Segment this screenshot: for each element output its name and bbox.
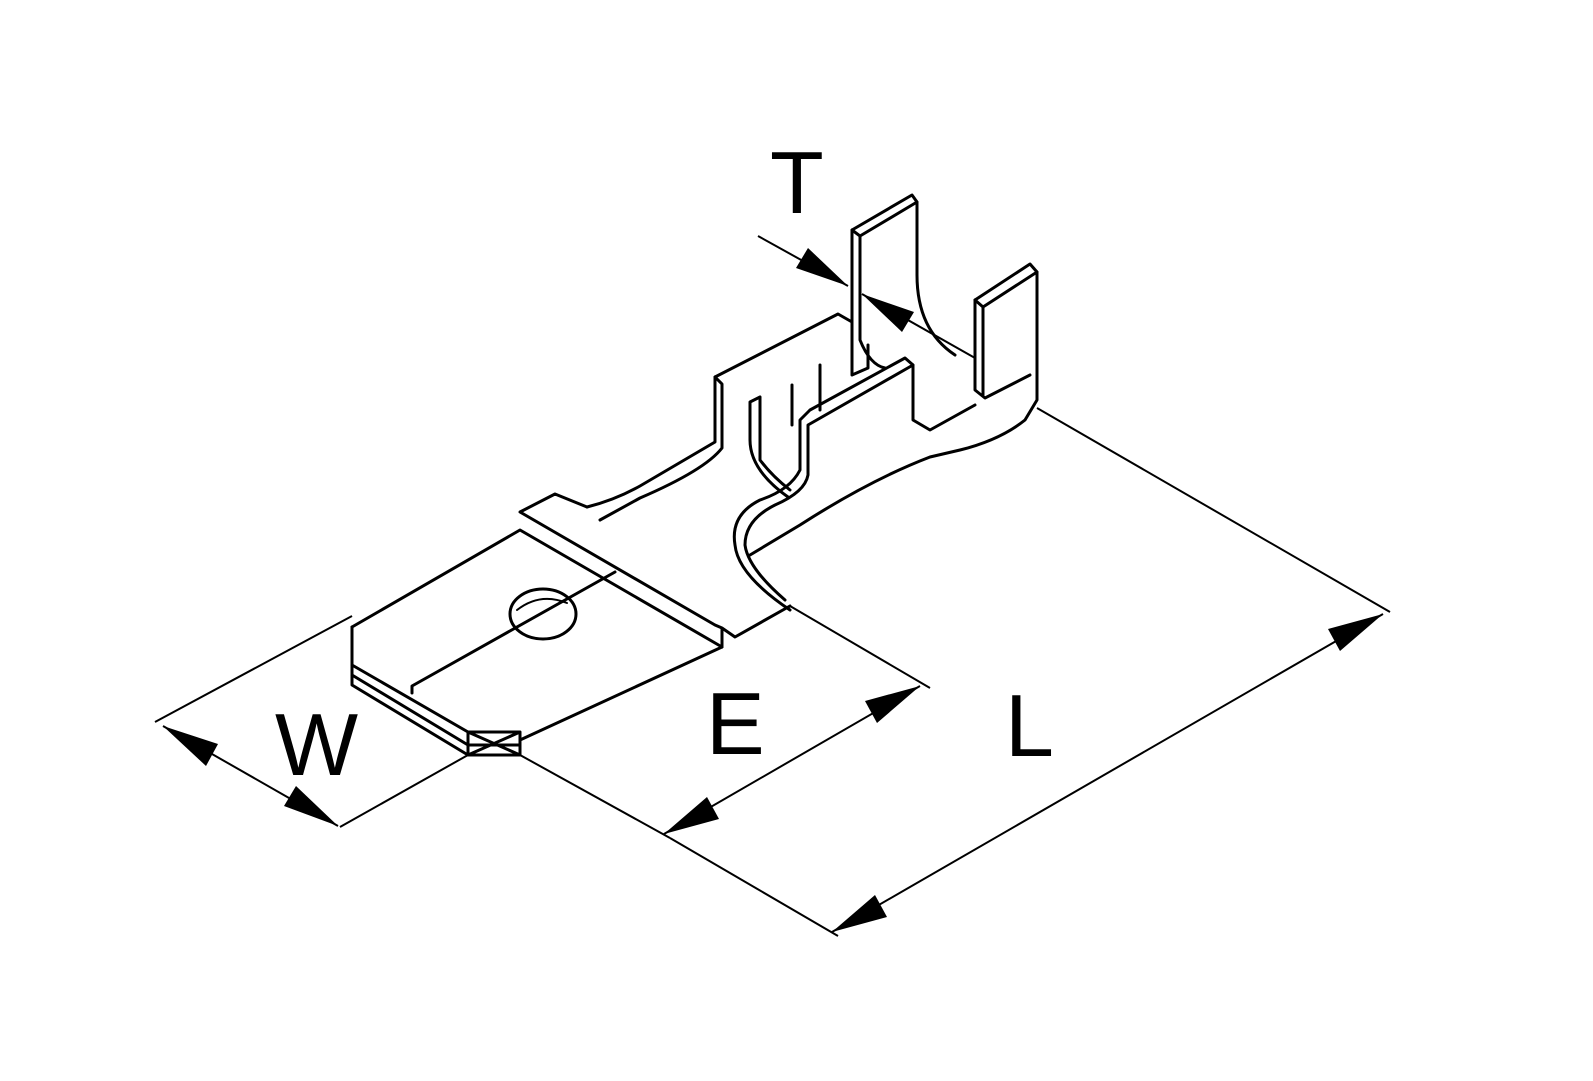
tab-chamfer xyxy=(350,570,617,757)
crimp-ear-rear xyxy=(850,193,957,357)
label-l: L xyxy=(1005,676,1054,775)
detent-hole-icon xyxy=(508,587,578,641)
wire-barrel-left-wall xyxy=(598,375,724,522)
label-t: T xyxy=(770,133,824,232)
terminal-body xyxy=(350,193,1039,757)
barrel-slots xyxy=(748,363,822,499)
crimp-ear-rear-side xyxy=(850,200,919,370)
crimp-ear-front xyxy=(748,262,1039,557)
dimension-e: E xyxy=(519,605,931,839)
wire-crimp-wing-side xyxy=(743,363,915,602)
label-w: W xyxy=(275,695,358,794)
wire-crimp-wing xyxy=(732,356,977,612)
dimension-t: T xyxy=(757,133,976,359)
tab-outer-edge xyxy=(350,625,724,757)
transition-neck xyxy=(585,312,870,509)
label-e: E xyxy=(706,674,765,773)
dimension-l: L xyxy=(669,407,1391,937)
tab-blade xyxy=(350,492,792,649)
dimension-w: W xyxy=(154,615,469,828)
crimp-ear-front-side xyxy=(973,270,1039,400)
